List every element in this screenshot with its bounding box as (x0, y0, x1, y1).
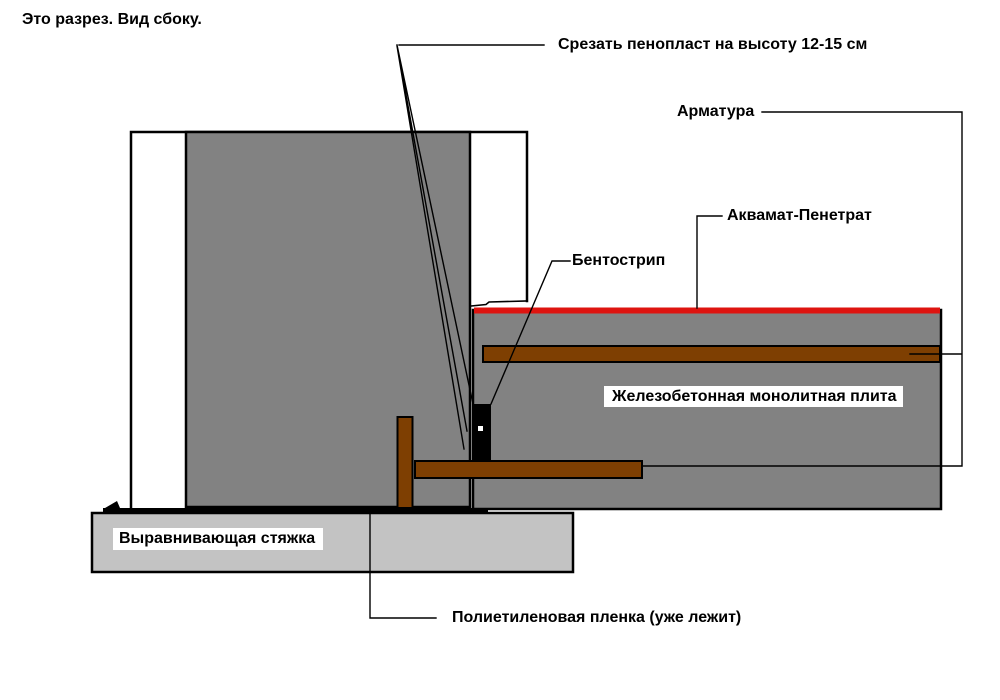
label-rebar: Арматура (677, 103, 755, 120)
rebar-top-bar (482, 345, 941, 363)
label-cut-foam: Срезать пенопласт на высоту 12-15 см (558, 36, 868, 53)
rebar-vertical-bar (396, 416, 414, 509)
leader-bentostrip (490, 260, 571, 405)
leader-cut-foam (396, 44, 545, 450)
label-bentostrip: Бентострип (572, 252, 666, 269)
page-title: Это разрез. Вид сбоку. (22, 11, 202, 28)
film-line (103, 501, 488, 513)
leader-film (369, 511, 437, 619)
label-slab: Железобетонная монолитная плита (604, 386, 903, 407)
leader-waterproofing (696, 215, 723, 309)
membrane-red-layer (474, 307, 940, 314)
bentostrip-dot (478, 426, 483, 431)
leader-rebar (641, 111, 963, 467)
label-screed: Выравнивающая стяжка (113, 528, 323, 550)
label-waterproofing: Аквамат-Пенетрат (727, 207, 872, 224)
wall-concrete (184, 130, 472, 509)
rebar-bottom-bar (414, 460, 643, 479)
slab-concrete (471, 308, 943, 511)
bentostrip-block (472, 404, 491, 462)
foam-cut-edge (470, 300, 528, 307)
label-film: Полиетиленовая пленка (уже лежит) (452, 609, 742, 626)
